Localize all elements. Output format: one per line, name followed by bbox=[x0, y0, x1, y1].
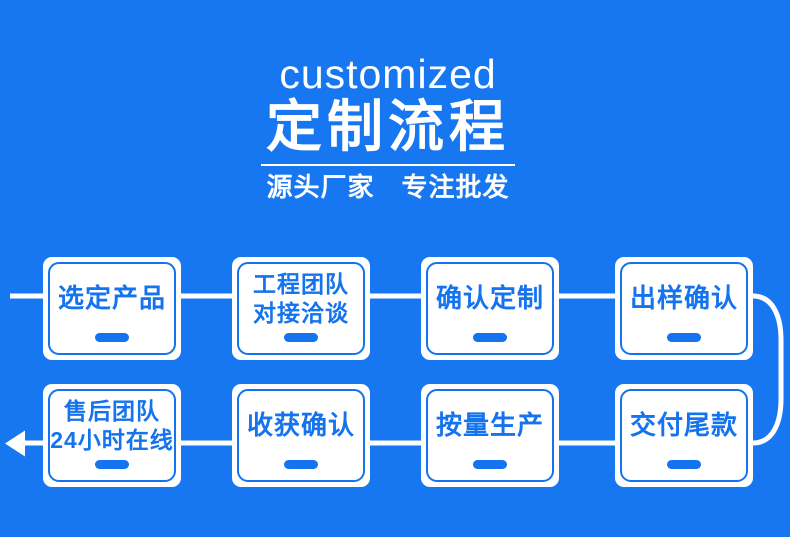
flow-step-border: 出样确认 bbox=[620, 262, 748, 355]
step-dash-icon bbox=[667, 333, 701, 342]
step-dash-icon bbox=[95, 460, 129, 469]
step-dash-icon bbox=[284, 460, 318, 469]
subtitle-text: 源头厂家 专注批发 bbox=[266, 172, 510, 202]
flow-step-label: 选定产品 bbox=[57, 283, 166, 314]
flow-step-border: 确认定制 bbox=[426, 262, 554, 355]
flow-step-select-product: 选定产品 bbox=[43, 257, 181, 360]
flow-step-pay-balance: 交付尾款 bbox=[615, 384, 753, 487]
title-divider-line bbox=[261, 164, 515, 166]
flow-step-confirm-customization: 确认定制 bbox=[421, 257, 559, 360]
flow-step-border: 收获确认 bbox=[237, 389, 365, 482]
step-dash-icon bbox=[473, 460, 507, 469]
step-dash-icon bbox=[284, 333, 318, 342]
flow-step-border: 交付尾款 bbox=[620, 389, 748, 482]
step-dash-icon bbox=[473, 333, 507, 342]
arrow-left-icon bbox=[5, 430, 25, 457]
flow-step-label: 出样确认 bbox=[629, 283, 738, 314]
flow-step-label: 交付尾款 bbox=[629, 410, 738, 441]
flow-step-label: 工程团队 对接洽谈 bbox=[253, 270, 349, 326]
page-title: 定制流程 bbox=[266, 95, 510, 158]
flow-step-label: 按量生产 bbox=[435, 410, 544, 441]
flow-step-receipt-confirmation: 收获确认 bbox=[232, 384, 370, 487]
flow-step-border: 选定产品 bbox=[48, 262, 176, 355]
flow-step-engineering-team: 工程团队 对接洽谈 bbox=[232, 257, 370, 360]
flow-step-border: 按量生产 bbox=[426, 389, 554, 482]
flow-step-sample-confirmation: 出样确认 bbox=[615, 257, 753, 360]
eyebrow-text: customized bbox=[279, 51, 497, 97]
flow-step-border: 工程团队 对接洽谈 bbox=[237, 262, 365, 355]
flow-step-production-by-quantity: 按量生产 bbox=[421, 384, 559, 487]
flow-step-label: 售后团队 24小时在线 bbox=[50, 397, 174, 453]
flow-step-aftersales-team: 售后团队 24小时在线 bbox=[43, 384, 181, 487]
flow-path bbox=[10, 293, 784, 446]
flow-step-border: 售后团队 24小时在线 bbox=[48, 389, 176, 482]
step-dash-icon bbox=[667, 460, 701, 469]
step-dash-icon bbox=[95, 333, 129, 342]
flow-step-label: 收获确认 bbox=[246, 410, 355, 441]
flow-step-label: 确认定制 bbox=[435, 283, 544, 314]
